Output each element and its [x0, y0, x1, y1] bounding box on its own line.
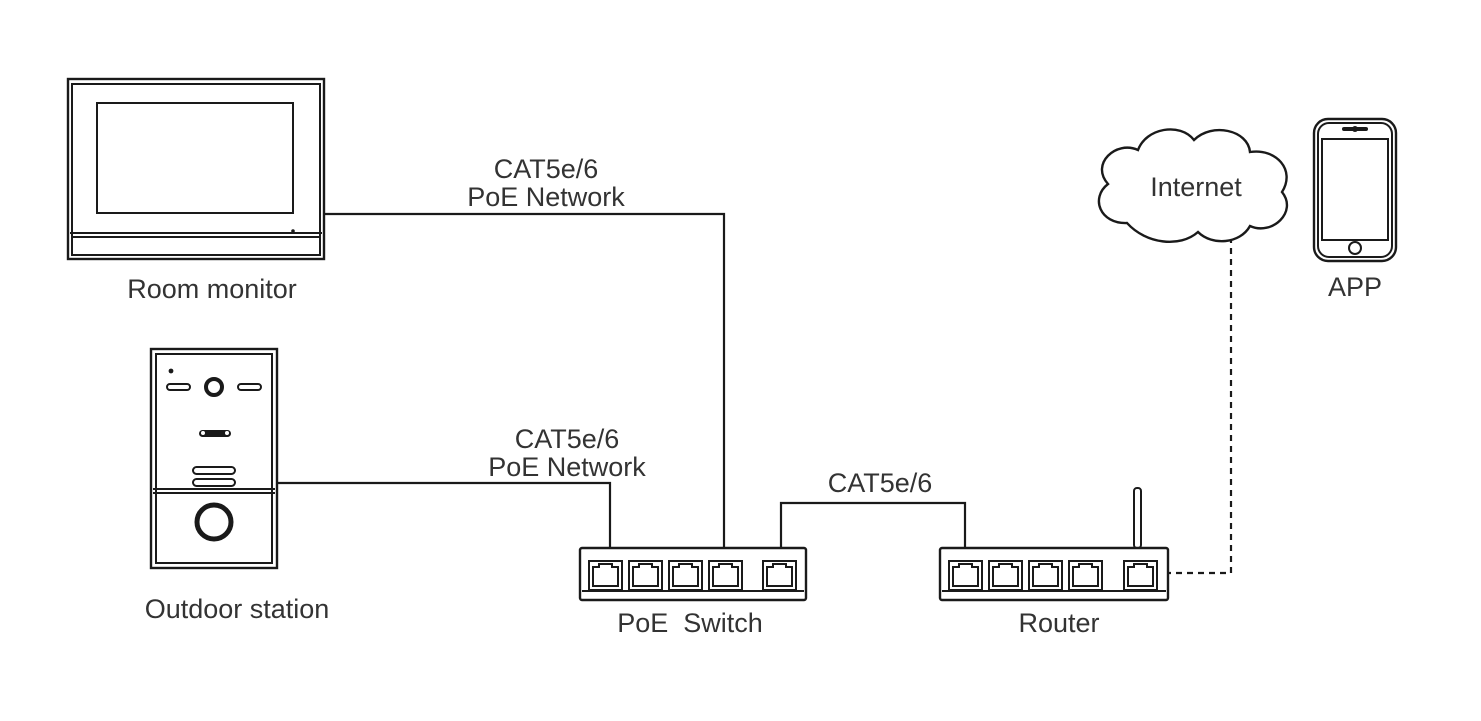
station-cable-label-1: CAT5e/6	[515, 424, 620, 454]
monitor-cable-label-1: CAT5e/6	[494, 154, 599, 184]
router-port-icon	[1028, 560, 1063, 591]
router-icon	[938, 487, 1170, 602]
monitor-cable-label-2: PoE Network	[467, 182, 625, 212]
station-to-switch-cable	[277, 481, 612, 548]
internet-label: Internet	[1150, 172, 1242, 202]
room-monitor-label: Room monitor	[127, 274, 297, 304]
uplink-cable-label: CAT5e/6	[828, 468, 933, 498]
router-port-icon	[948, 560, 983, 591]
router-label: Router	[1018, 608, 1099, 638]
cloud-icon	[1097, 128, 1289, 243]
router-port-icon	[1123, 560, 1158, 591]
poe-switch-label: PoE Switch	[617, 608, 763, 638]
switch-port-icon	[588, 560, 623, 591]
outdoor-station-icon	[149, 347, 279, 570]
smartphone-icon	[1312, 117, 1398, 263]
switch-port-icon	[708, 560, 743, 591]
switch-port-icon	[668, 560, 703, 591]
room-monitor-icon	[66, 77, 326, 261]
router-port-icon	[988, 560, 1023, 591]
switch-port-icon	[628, 560, 663, 591]
app-label: APP	[1328, 272, 1382, 302]
station-cable-label-2: PoE Network	[488, 452, 646, 482]
poe-switch-icon	[578, 546, 808, 602]
monitor-to-switch-cable	[324, 212, 726, 548]
switch-port-icon	[762, 560, 797, 591]
switch-to-router-cable	[779, 501, 967, 548]
router-to-internet-cable	[1165, 236, 1233, 575]
outdoor-station-label: Outdoor station	[145, 594, 330, 624]
router-port-icon	[1068, 560, 1103, 591]
